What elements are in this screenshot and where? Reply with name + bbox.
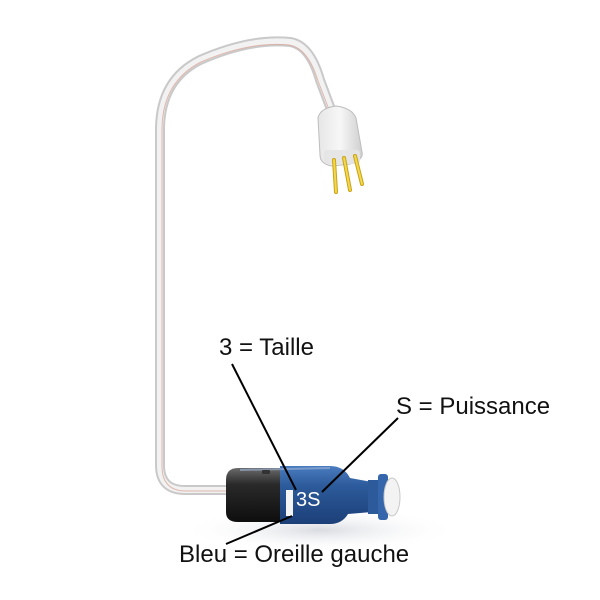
annotation-size: 3 = Taille	[219, 334, 314, 361]
leader-lines	[225, 363, 399, 545]
receiver-code-label: 3S	[296, 489, 321, 511]
connector	[317, 105, 364, 194]
annotation-ear-side: Bleu = Oreille gauche	[179, 541, 410, 568]
receiver	[226, 466, 401, 524]
wire	[155, 36, 340, 495]
annotation-power: S = Puissance	[396, 393, 551, 420]
gold-pins	[332, 154, 364, 194]
